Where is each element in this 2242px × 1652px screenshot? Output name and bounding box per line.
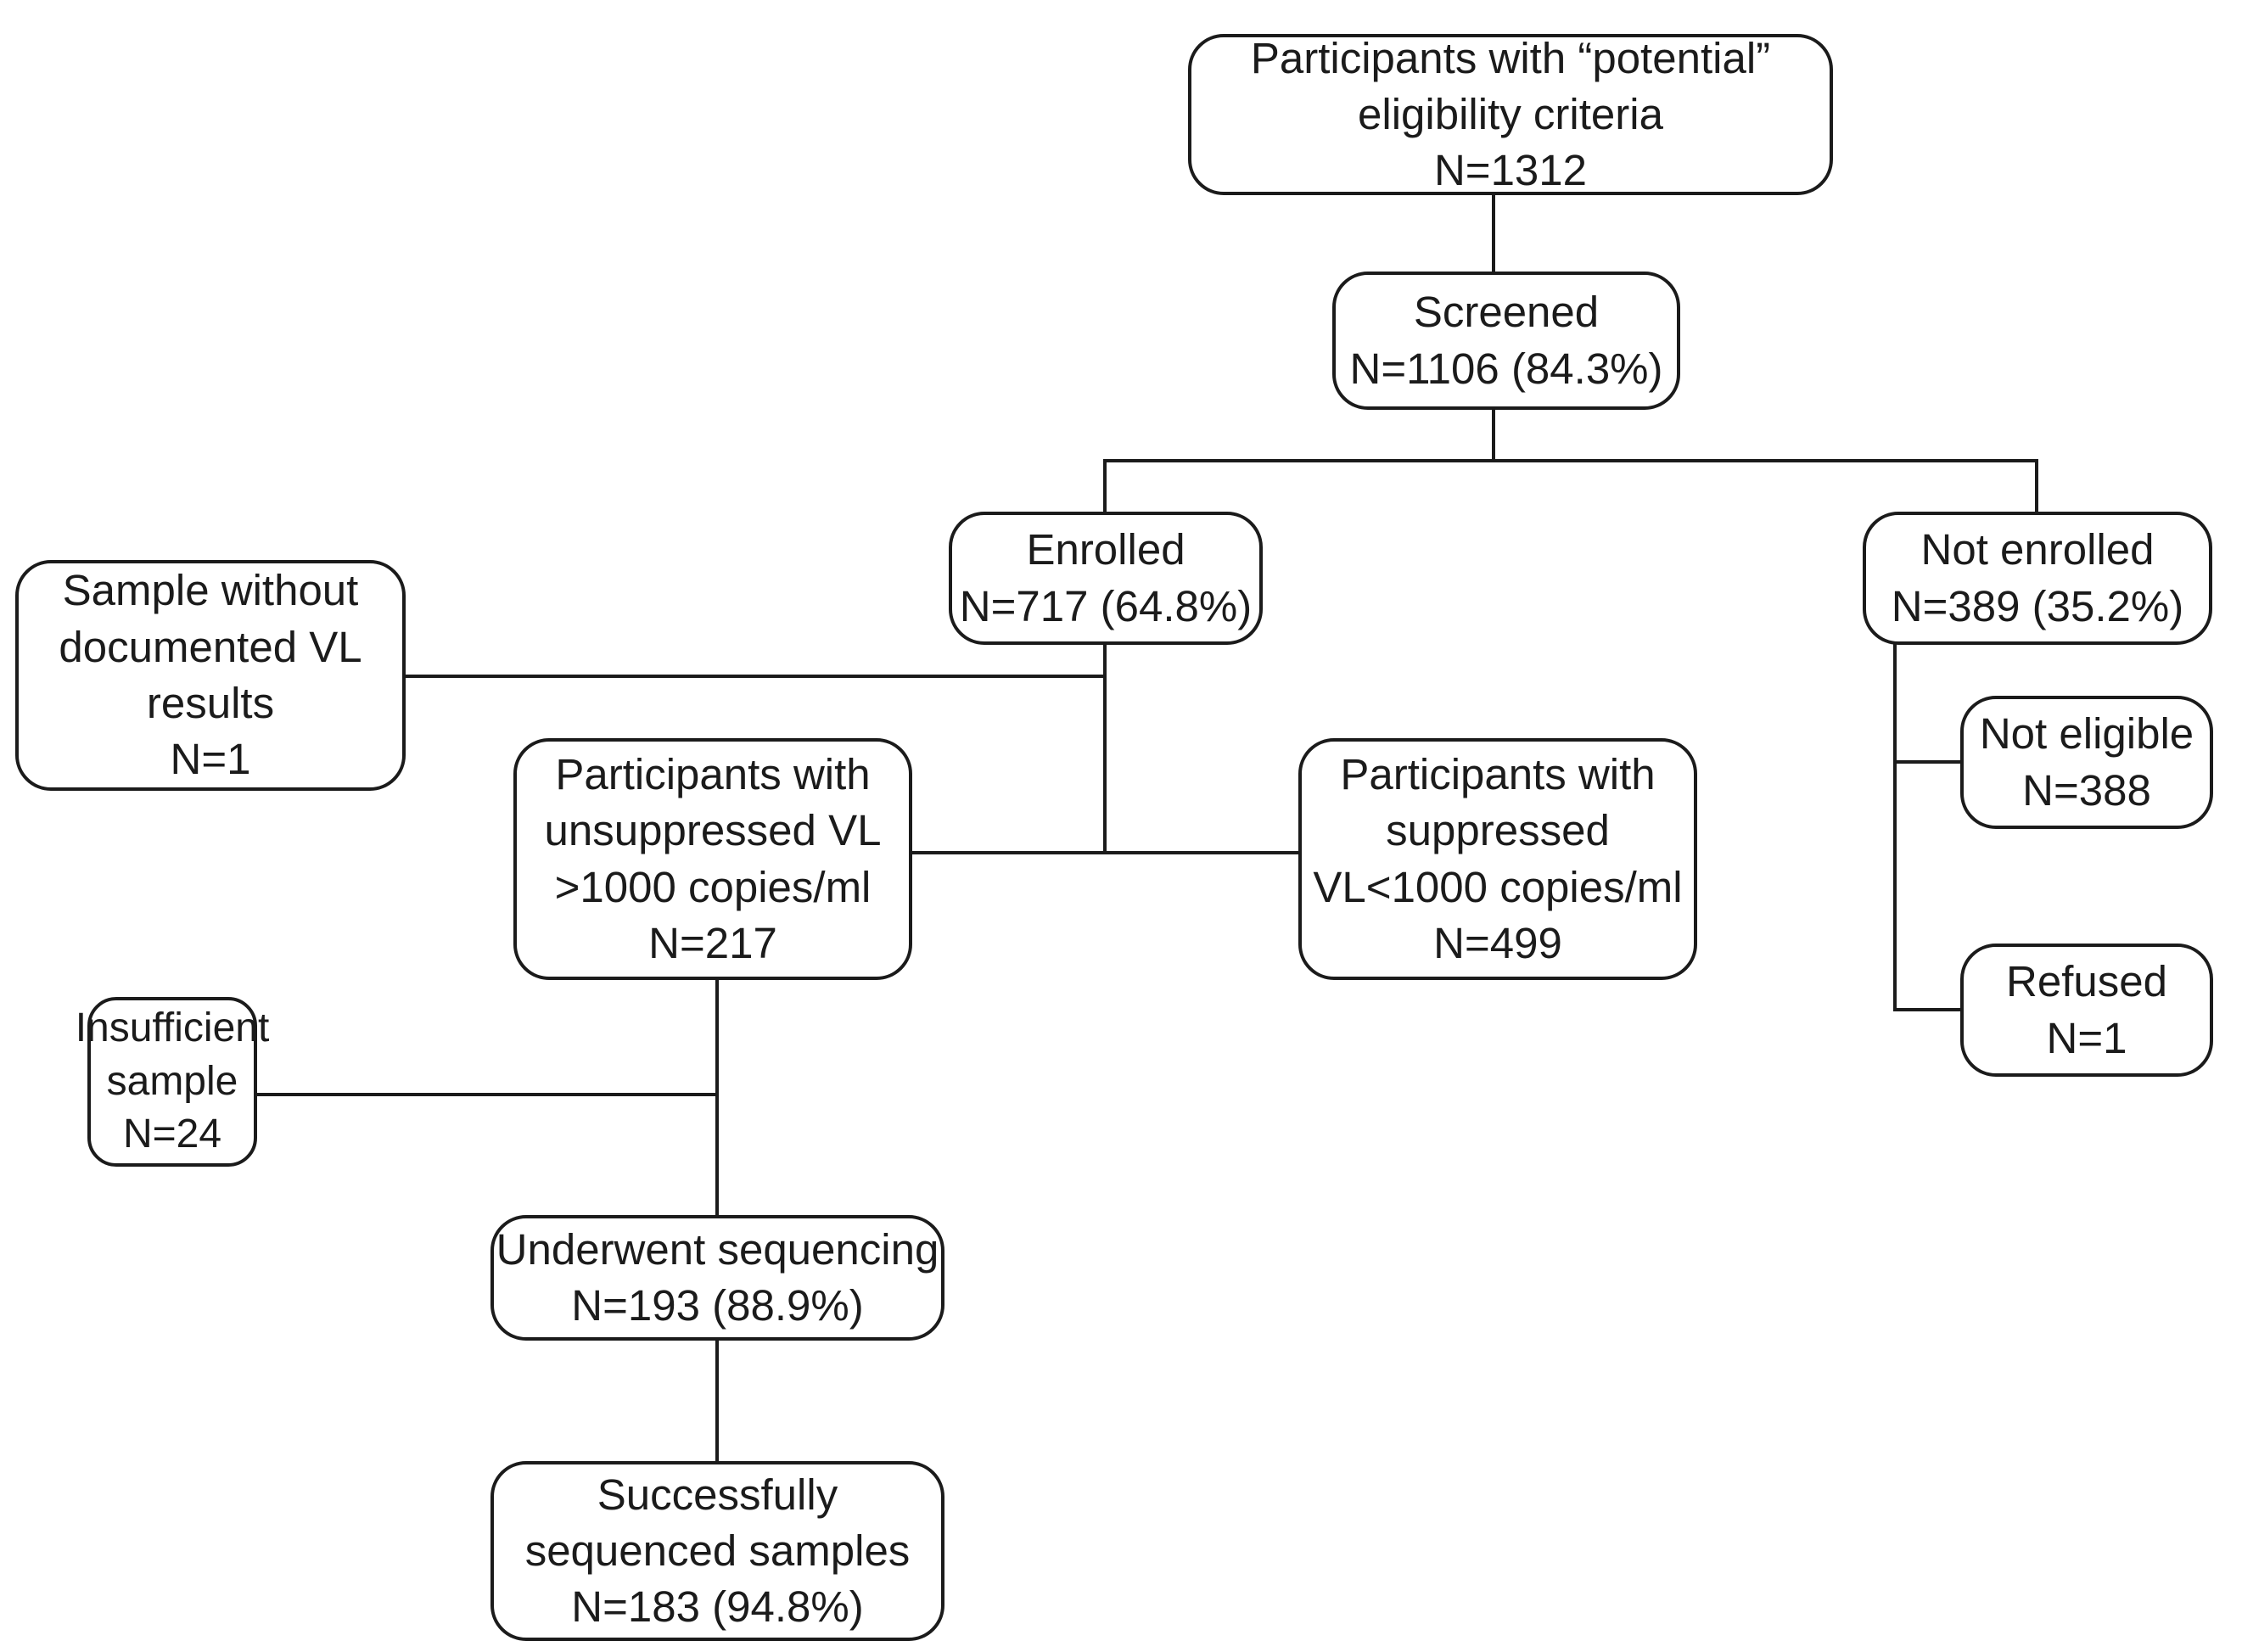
no-vl-line-1: Sample without (62, 566, 359, 615)
sequenced-line-1: Successfully (597, 1470, 838, 1519)
potential-eligibility-line-2: eligibility criteria (1358, 89, 1663, 138)
no-vl-line-2: documented VL (59, 622, 362, 671)
suppressed-line-1: Participants with (1340, 749, 1656, 798)
not-eligible-line-1: Not eligible (1979, 709, 2194, 759)
not-enrolled-line-2: N=389 (35.2%) (1891, 581, 2184, 630)
insufficient-line-1: Insufficient (75, 1005, 270, 1051)
sequenced-line-3: N=183 (94.8%) (571, 1582, 864, 1632)
underwent-sequencing-box: Underwent sequencing N=193 (88.9%) (490, 1215, 944, 1341)
no-vl-line-3: results (146, 679, 275, 727)
enrolled-line-2: N=717 (64.8%) (959, 581, 1253, 630)
successfully-sequenced-box: Successfully sequenced samples N=183 (94… (490, 1461, 944, 1641)
enrolled-box: Enrolled N=717 (64.8%) (949, 512, 1263, 645)
unsuppressed-line-1: Participants with (555, 749, 871, 798)
enrolled-line-1: Enrolled (1026, 525, 1185, 574)
unsuppressed-vl-box: Participants with unsuppressed VL >1000 … (513, 738, 912, 980)
screened-line-2: N=1106 (84.3%) (1349, 344, 1663, 393)
insufficient-line-3: N=24 (122, 1112, 222, 1157)
no-vl-line-4: N=1 (170, 735, 251, 784)
suppressed-line-3: VL<1000 copies/ml (1313, 862, 1683, 911)
refused-box: Refused N=1 (1960, 944, 2213, 1077)
not-enrolled-line-1: Not enrolled (1920, 525, 2155, 574)
potential-eligibility-line-3: N=1312 (1433, 146, 1588, 195)
insufficient-line-2: sample (106, 1058, 238, 1104)
sequencing-line-2: N=193 (88.9%) (571, 1281, 864, 1330)
insufficient-sample-box: Insufficient sample N=24 (76, 997, 269, 1167)
screened-line-1: Screened (1413, 288, 1600, 337)
suppressed-vl-box: Participants with suppressed VL<1000 cop… (1298, 738, 1697, 980)
not-eligible-line-2: N=388 (2022, 765, 2151, 815)
screened-box: Screened N=1106 (84.3%) (1332, 272, 1680, 410)
sequencing-line-1: Underwent sequencing (496, 1224, 939, 1274)
not-eligible-box: Not eligible N=388 (1960, 696, 2213, 829)
suppressed-line-2: suppressed (1386, 806, 1610, 855)
sequenced-line-2: sequenced samples (524, 1526, 911, 1575)
refused-line-1: Refused (2006, 957, 2167, 1006)
not-enrolled-box: Not enrolled N=389 (35.2%) (1863, 512, 2212, 645)
sample-without-vl-results-box: Sample without documented VL results N=1 (15, 560, 406, 791)
refused-line-2: N=1 (2046, 1013, 2127, 1062)
unsuppressed-line-2: unsuppressed VL (544, 806, 882, 855)
potential-eligibility-box: Participants with “potential” eligibilit… (1188, 34, 1833, 195)
potential-eligibility-line-1: Participants with “potential” (1250, 33, 1771, 82)
unsuppressed-line-3: >1000 copies/ml (554, 862, 872, 911)
unsuppressed-line-4: N=217 (648, 918, 777, 967)
suppressed-line-4: N=499 (1433, 918, 1562, 967)
